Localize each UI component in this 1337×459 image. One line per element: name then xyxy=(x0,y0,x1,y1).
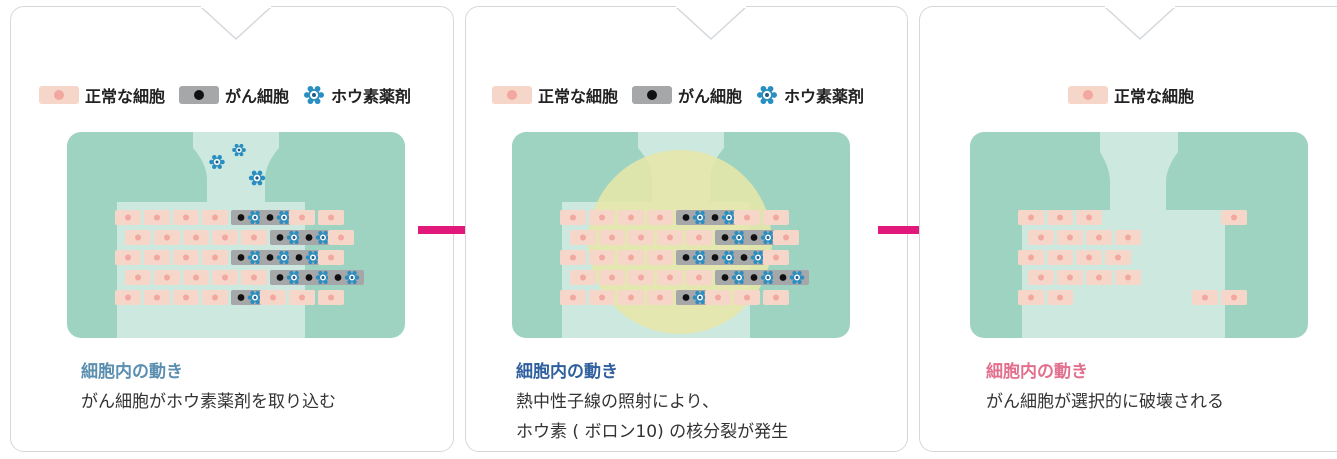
boron-drug-icon xyxy=(209,155,225,169)
legend-boron-label: ホウ素薬剤 xyxy=(331,87,412,106)
legend: 正常な細胞 がん細胞 ホウ素薬剤 xyxy=(492,83,878,107)
legend-cancer-label: がん細胞 xyxy=(225,87,290,106)
legend-normal-label: 正常な細胞 xyxy=(1114,87,1195,106)
description-line: がん細胞がホウ素薬剤を取り込む xyxy=(81,392,336,412)
boron-drug-icon xyxy=(757,85,778,105)
boron-drug-icon xyxy=(305,250,321,265)
boron-drug-icon xyxy=(789,270,805,285)
legend-cancer: がん細胞 xyxy=(632,83,742,107)
tissue-illustration-uptake xyxy=(67,132,405,338)
boron-drug-icon xyxy=(315,230,331,245)
legend-normal-label: 正常な細胞 xyxy=(538,87,619,106)
boron-drug-icon xyxy=(232,143,246,157)
legend-boron: ホウ素薬剤 xyxy=(303,83,411,107)
boron-drug-icon xyxy=(247,250,263,265)
boron-drug-icon xyxy=(692,290,708,305)
boron-drug-icon xyxy=(286,270,302,285)
panel-title: 細胞内の動き xyxy=(986,362,1088,382)
legend-normal: 正常な細胞 xyxy=(39,83,165,107)
normal-cell-swatch xyxy=(1068,86,1108,104)
normal-cell-swatch xyxy=(492,86,532,104)
legend-boron-label: ホウ素薬剤 xyxy=(784,87,865,106)
boron-drug-icon xyxy=(692,210,708,225)
legend-cancer: がん細胞 xyxy=(179,83,289,107)
boron-drug-icon xyxy=(760,230,776,245)
boron-drug-icon xyxy=(304,85,325,105)
tissue-illustration-irradiation xyxy=(512,132,850,338)
cancer-cell-swatch xyxy=(632,86,673,104)
description-line: がん細胞が選択的に破壊される xyxy=(986,392,1224,412)
tissue-illustration-destruction xyxy=(970,132,1308,338)
panel-notch xyxy=(201,5,271,41)
panel-title: 細胞内の動き xyxy=(81,362,183,382)
legend-normal: 正常な細胞 xyxy=(1068,83,1194,107)
panel-notch xyxy=(1105,5,1175,41)
legend: 正常な細胞 xyxy=(1068,83,1208,107)
hexagon-molecule-icon xyxy=(304,85,325,105)
legend-normal-label: 正常な細胞 xyxy=(85,87,166,106)
panel-destruction: 正常な細胞 細胞内の動き がん細胞が選択的に破壊される xyxy=(919,5,1337,452)
panel-title: 細胞内の動き xyxy=(516,362,618,382)
boron-drug-icon xyxy=(750,250,766,265)
legend: 正常な細胞 がん細胞 ホウ素薬剤 xyxy=(39,83,425,107)
panel-description: 熱中性子線の照射により、 ホウ素 ( ボロン10) の核分裂が発生 xyxy=(516,387,788,447)
panel-uptake: 正常な細胞 がん細胞 ホウ素薬剤 細胞内の動き がん細胞がホウ素薬剤を取り込む xyxy=(10,5,454,452)
panel-irradiation: 正常な細胞 がん細胞 ホウ素薬剤 細胞内の動き 熱中性子線の照射により、 ホウ素… xyxy=(465,5,908,452)
panel-description: がん細胞がホウ素薬剤を取り込む xyxy=(81,387,336,417)
cancer-cell-swatch xyxy=(179,86,220,104)
description-line: 熱中性子線の照射により、 xyxy=(516,392,719,412)
hexagon-molecule-icon xyxy=(757,85,778,105)
panel-notch xyxy=(676,5,746,41)
description-line: ホウ素 ( ボロン10) の核分裂が発生 xyxy=(516,422,789,442)
boron-drug-icon xyxy=(692,250,708,265)
panel-description: がん細胞が選択的に破壊される xyxy=(986,387,1224,417)
boron-drug-icon xyxy=(344,270,360,285)
legend-boron: ホウ素薬剤 xyxy=(756,83,864,107)
legend-cancer-label: がん細胞 xyxy=(678,87,743,106)
boron-drug-icon xyxy=(248,170,266,186)
normal-cell-swatch xyxy=(39,86,79,104)
legend-normal: 正常な細胞 xyxy=(492,83,618,107)
